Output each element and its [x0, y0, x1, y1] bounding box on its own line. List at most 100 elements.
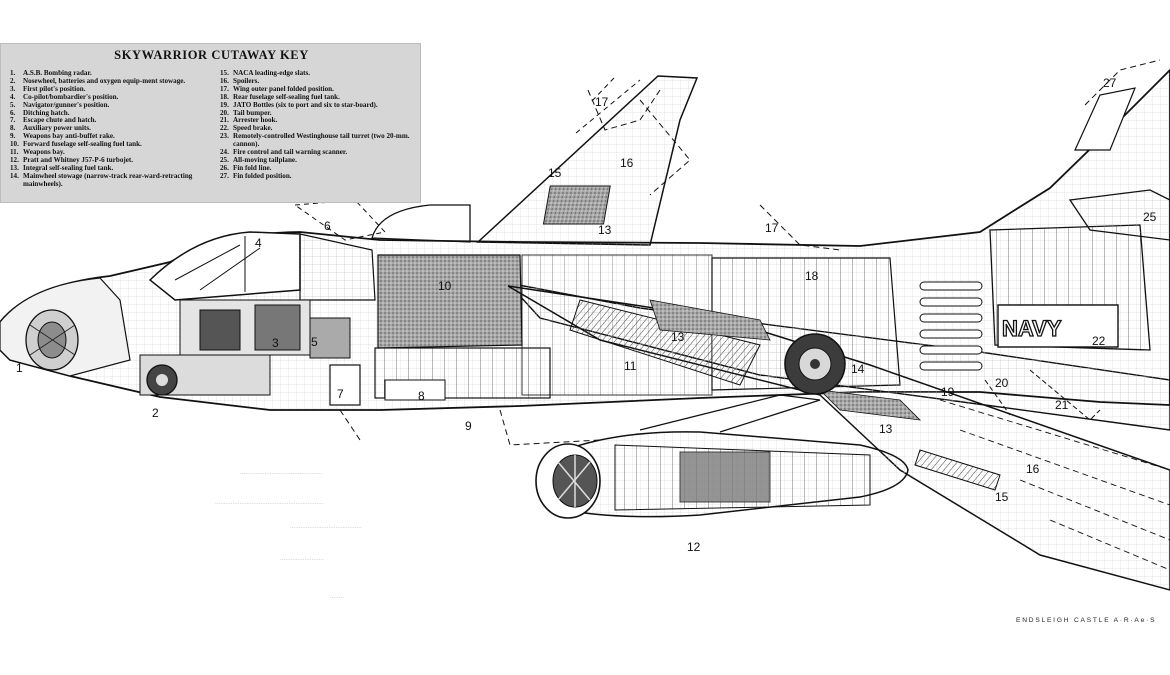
key-item-text: Escape chute and hatch.: [23, 116, 97, 125]
key-item: 20.Tail bumper.: [220, 108, 416, 118]
weapons-bay: [374, 347, 551, 401]
key-item-number: 25.: [220, 155, 229, 164]
key-item-number: 5.: [10, 100, 16, 109]
callout-numbers: 1 2 3 4 5 6 7 8 9 10 11 12 13 13 13 14 1…: [16, 76, 1157, 554]
key-item: 8. Auxiliary power units.: [10, 124, 210, 133]
key-item: 10. Forward fuselage self-sealing fuel ta…: [10, 140, 210, 149]
key-item: 19. JATO Bottles (six to port and six to …: [220, 100, 416, 110]
key-item-number: 19.: [220, 100, 229, 109]
key-item: 16.Spoilers.: [220, 76, 416, 86]
key-item-text: Weapons bay anti-buffet rake.: [23, 132, 115, 141]
key-item: 7. Escape chute and hatch.: [10, 117, 210, 125]
key-item-number: 11.: [10, 148, 19, 157]
callout-label: 10: [438, 279, 452, 293]
key-item: 23. Remotely-controlled Westinghouse tail…: [220, 132, 416, 149]
key-item-number: 6.: [10, 108, 16, 117]
callout-label: 16: [1026, 462, 1040, 476]
key-item-text: All-moving tailplane.: [233, 155, 297, 164]
key-item-number: 17.: [220, 84, 229, 93]
key-list-left: 1.A.S.B. Bombing radar.2.Nosewheel, batt…: [10, 69, 210, 189]
navy-marking: NAVY: [1002, 316, 1062, 341]
callout-label: 5: [311, 335, 318, 349]
cutaway-key-panel: SKYWARRIOR CUTAWAY KEY 1.A.S.B. Bombing …: [0, 43, 421, 203]
folded-wing-outlines: [339, 204, 841, 446]
key-item: 5. Navigator/gunner's position.: [10, 100, 210, 110]
key-item: 13.Integral self-sealing fuel tank.: [10, 163, 210, 173]
callout-label: 16: [620, 156, 634, 170]
key-item-text: Auxiliary power units.: [23, 124, 91, 133]
key-item-text: Forward fuselage self-sealing fuel tank.: [23, 140, 142, 149]
key-item-number: 7.: [10, 116, 16, 125]
speed-brake: [989, 224, 1151, 351]
callout-label: 4: [255, 236, 262, 250]
key-item-text: JATO Bottles (six to port and six to sta…: [233, 100, 378, 109]
key-item-text: Speed brake.: [233, 124, 273, 133]
key-item-text: Rear fuselage self-sealing fuel tank.: [233, 92, 340, 101]
key-item-number: 12.: [10, 155, 19, 164]
callout-label: 15: [995, 490, 1009, 504]
key-item: 9.Weapons bay anti-buffet rake.: [10, 132, 210, 141]
key-item: 24.Fire control and tail warning scanner…: [220, 148, 416, 157]
key-item: 14.Mainwheel stowage (narrow-track rear-…: [10, 172, 210, 189]
key-item-number: 2.: [10, 76, 16, 85]
key-item: 21.Arrester hook.: [220, 117, 416, 125]
key-item: 1.A.S.B. Bombing radar.: [10, 69, 210, 78]
tailplane: [1068, 189, 1170, 241]
callout-label: 15: [548, 166, 562, 180]
callout-label: 1: [16, 361, 23, 375]
callout-label: 17: [765, 221, 779, 235]
upper-intake: [371, 204, 471, 243]
key-item-number: 8.: [10, 124, 16, 133]
callout-label: 13: [879, 422, 893, 436]
key-item: 18. Rear fuselage self-sealing fuel tank.: [220, 92, 416, 102]
cockpit-canopy: [148, 199, 386, 301]
callout-label: 14: [851, 362, 865, 376]
key-list-right: 15.NACA leading-edge slats.16.Spoilers.1…: [220, 69, 416, 181]
key-item-text: Wing outer panel folded position.: [233, 84, 334, 93]
key-item-text: Fin fold line.: [233, 163, 272, 172]
key-item-text: Navigator/gunner's position.: [23, 100, 110, 109]
artist-credit: ENDSLEIGH CASTLE A·R·Ae·S: [1016, 617, 1157, 624]
key-item-text: First pilot's position.: [23, 84, 86, 93]
key-item: 2.Nosewheel, batteries and oxygen equip-…: [10, 76, 210, 86]
key-item-number: 10.: [10, 140, 19, 149]
key-item-text: Tail bumper.: [233, 108, 272, 117]
key-item: 25. All-moving tailplane.: [220, 155, 416, 165]
engine-pod: [535, 394, 909, 519]
callout-label: 18: [805, 269, 819, 283]
key-item: 11.Weapons bay.: [10, 148, 210, 157]
key-item-number: 27.: [220, 171, 229, 180]
key-item-text: Co-pilot/bombardier's position.: [23, 92, 119, 101]
callout-label: 22: [1092, 334, 1106, 348]
callout-label: 13: [598, 223, 612, 237]
key-item-number: 1.: [10, 69, 16, 77]
svg-text:..............................: ........................................…: [240, 468, 323, 476]
callout-label: 6: [324, 219, 331, 233]
key-item-number: 26.: [220, 163, 229, 172]
show-through-text: ........................................…: [215, 468, 362, 600]
key-item-number: 18.: [220, 92, 229, 101]
key-item-number: 3.: [10, 84, 16, 93]
callout-label: 3: [272, 336, 279, 350]
key-item-text: Remotely-controlled Westinghouse tail tu…: [233, 132, 410, 149]
callout-label: 13: [671, 330, 685, 344]
key-item-number: 13.: [10, 163, 19, 172]
key-item-number: 21.: [220, 116, 229, 125]
key-item: 15. NACA leading-edge slats.: [220, 69, 416, 78]
key-item-number: 15.: [220, 69, 229, 77]
callout-label: 8: [418, 389, 425, 403]
jato-bottles: [919, 281, 983, 371]
key-item-text: NACA leading-edge slats.: [233, 69, 311, 77]
key-item: 4. Co-pilot/bombardier's position.: [10, 92, 210, 102]
key-item-text: Fin folded position.: [233, 171, 292, 180]
nose-radar: [0, 277, 131, 377]
key-item-text: Ditching hatch.: [23, 108, 70, 117]
vertical-fin: [476, 75, 699, 246]
key-item-number: 4.: [10, 92, 16, 101]
key-item-number: 23.: [220, 132, 229, 141]
key-item-number: 16.: [220, 76, 229, 85]
key-item: 17. Wing outer panel folded position.: [220, 84, 416, 94]
near-wing: [507, 285, 1170, 591]
callout-label: 9: [465, 419, 472, 433]
key-item-number: 24.: [220, 148, 229, 157]
